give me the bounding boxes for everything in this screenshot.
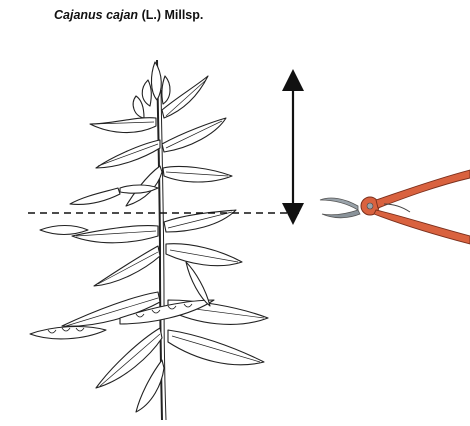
pruning-shears-icon xyxy=(320,170,470,244)
plant-illustration xyxy=(30,60,268,420)
